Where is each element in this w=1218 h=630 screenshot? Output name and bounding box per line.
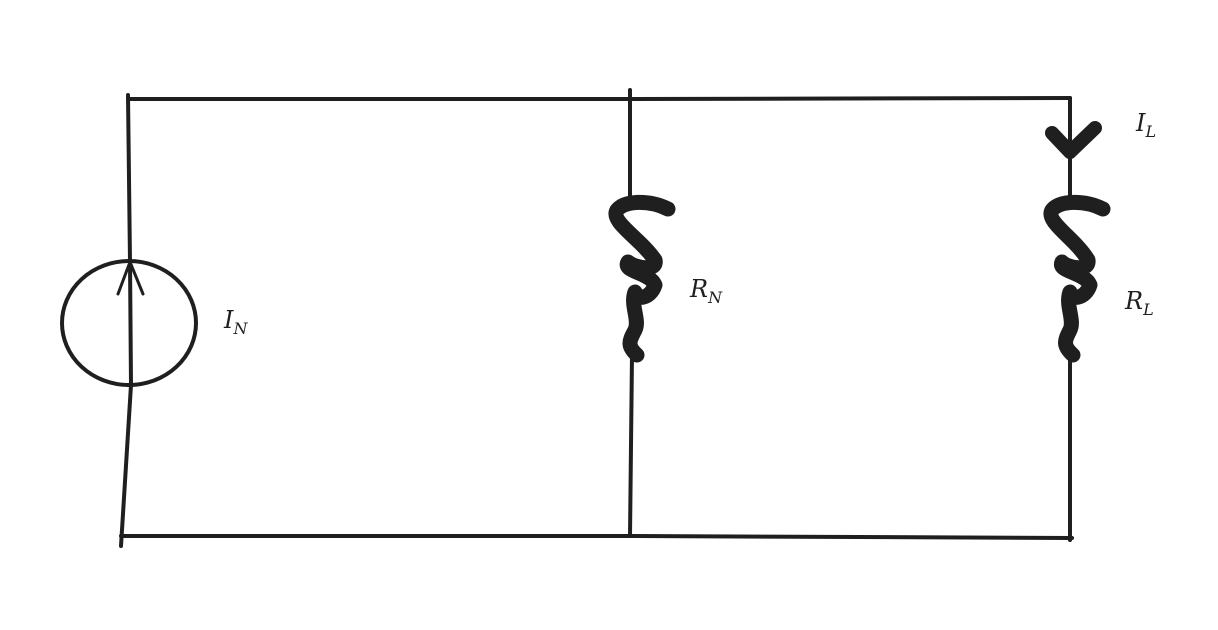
load-current-arrow-icon — [1045, 121, 1102, 159]
norton-resistor-label: RN — [689, 275, 723, 307]
load-resistor-label: RL — [1124, 287, 1154, 319]
source-current-label: IN — [223, 306, 248, 338]
left-wire-upper — [126, 93, 132, 264]
load-current-label: IL — [1135, 109, 1156, 141]
norton-resistor-squiggle — [608, 194, 676, 363]
middle-wire-lower — [628, 353, 634, 538]
bottom-wire — [119, 534, 1074, 540]
current-source-inner-line — [128, 260, 133, 387]
left-wire-lower — [119, 383, 133, 548]
top-wire — [126, 96, 1072, 101]
load-resistor-squiggle — [1043, 194, 1111, 363]
current-source-arrow-icon — [116, 260, 145, 296]
